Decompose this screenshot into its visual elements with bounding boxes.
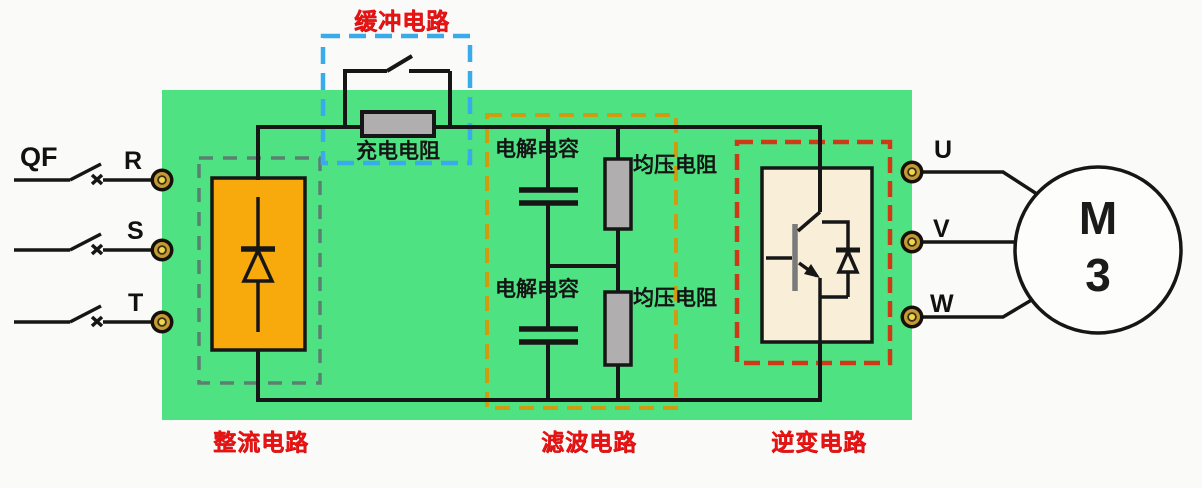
breaker-label: QF xyxy=(20,142,58,172)
equalizing-resistor-icon xyxy=(603,290,633,367)
phase-label-r: R xyxy=(124,147,143,175)
motor-feed-wires xyxy=(923,170,1041,319)
phase-label-v: V xyxy=(933,215,950,243)
inverter-module-box xyxy=(760,166,874,344)
terminal-icon xyxy=(900,230,924,254)
phase-label-s: S xyxy=(127,217,144,245)
terminal-icon xyxy=(900,160,924,184)
igbt-icon xyxy=(766,210,860,342)
breaker-switch-icon xyxy=(14,162,151,328)
motor-icon xyxy=(1013,165,1183,335)
motor-number: 3 xyxy=(1085,249,1111,301)
inverter-section-title: 逆变电路 xyxy=(771,429,867,455)
charging-resistor-label: 充电电阻 xyxy=(356,140,440,163)
capacitor-icon xyxy=(519,187,578,345)
charging-resistor-icon xyxy=(360,110,436,138)
terminal-icon xyxy=(150,238,174,262)
inverter-section-outline xyxy=(734,139,893,366)
bypass-switch-icon xyxy=(343,54,452,127)
terminal-icon xyxy=(150,168,174,192)
terminals xyxy=(150,160,924,334)
terminal-icon xyxy=(900,305,924,329)
filter-section-outline xyxy=(485,113,678,410)
buffer-section-title: 缓冲电路 xyxy=(354,8,450,34)
equalizing-resistor-label: 均压电阻 xyxy=(633,286,717,311)
diode-icon xyxy=(241,197,275,332)
equalizing-resistor-label: 均压电阻 xyxy=(633,153,717,178)
phase-label-w: W xyxy=(930,290,954,318)
terminal-icon xyxy=(150,310,174,334)
dc-negative-bus xyxy=(256,342,822,402)
equalizing-resistor-icon xyxy=(603,157,633,231)
electrolytic-capacitor-label: 电解电容 xyxy=(495,278,579,301)
electrolytic-capacitor-label: 电解电容 xyxy=(495,138,579,161)
buffer-section-outline xyxy=(320,33,473,166)
phase-label-t: T xyxy=(128,289,144,317)
filter-section-title: 滤波电路 xyxy=(541,429,637,455)
phase-label-u: U xyxy=(934,136,953,164)
rectifier-section-title: 整流电路 xyxy=(213,429,309,455)
dc-positive-bus xyxy=(256,125,822,212)
motor-letter: M xyxy=(1078,192,1118,244)
